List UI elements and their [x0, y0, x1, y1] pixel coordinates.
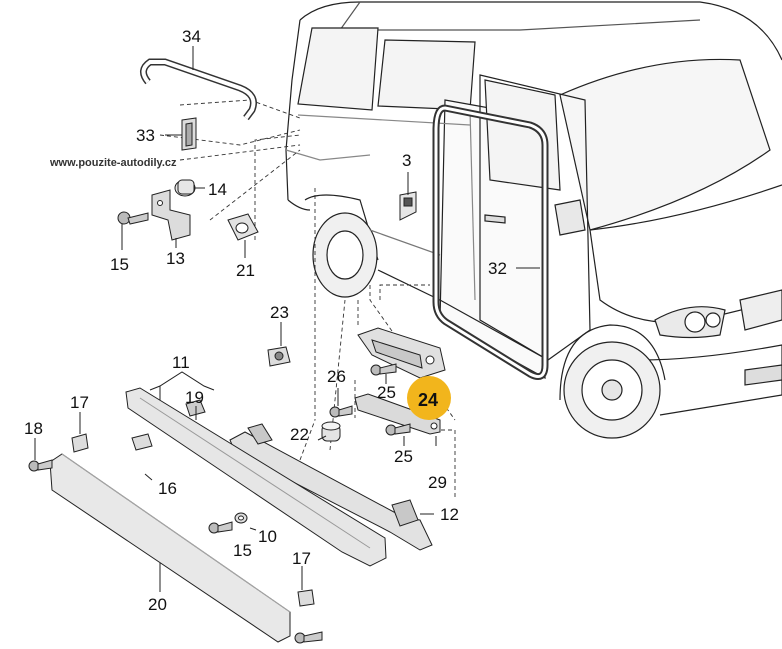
label-24: 24 — [418, 390, 438, 410]
label-32: 32 — [488, 259, 507, 278]
highlight-circle-24 — [407, 376, 451, 420]
part-screw-bottom — [294, 631, 323, 644]
part-18-screw — [28, 459, 53, 472]
part-26-bolt — [329, 405, 353, 418]
label-18: 18 — [24, 419, 43, 438]
part-33-bracket — [181, 117, 197, 151]
part-29-bracket — [354, 393, 441, 435]
label-29: 29 — [428, 473, 447, 492]
label-16: 16 — [158, 479, 177, 498]
label-3: 3 — [402, 151, 411, 170]
label-10: 10 — [258, 527, 277, 546]
part-24-lower-guide — [357, 327, 446, 379]
part-10-washer — [234, 512, 248, 524]
label-14: 14 — [208, 180, 227, 199]
part-32-door-seal — [432, 104, 549, 380]
label-17-upper: 17 — [70, 393, 89, 412]
label-33: 33 — [136, 126, 155, 145]
label-13: 13 — [166, 249, 185, 268]
part-25-bolt-upper — [370, 363, 397, 376]
part-20-trim-panel — [49, 453, 291, 643]
label-19: 19 — [185, 388, 204, 407]
label-12: 12 — [440, 505, 459, 524]
part-13-bracket — [151, 189, 191, 241]
label-leaders — [34, 46, 540, 592]
label-15-top: 15 — [110, 255, 129, 274]
part-22-roller — [321, 421, 341, 442]
label-15-lower: 15 — [233, 541, 252, 560]
label-26: 26 — [327, 367, 346, 386]
part-25-bolt-lower — [385, 423, 411, 436]
watermark-text: www.pouzite-autodily.cz — [49, 157, 177, 169]
part-15-bolt-top — [117, 211, 149, 225]
part-21-grommet — [227, 213, 259, 241]
label-22: 22 — [290, 425, 309, 444]
part-12-lower-rail — [229, 423, 433, 551]
label-20: 20 — [148, 595, 167, 614]
label-25-lower: 25 — [394, 447, 413, 466]
labels: 34 33 14 15 13 21 3 32 23 26 25 24 22 25… — [24, 27, 507, 614]
part-16-clip — [131, 433, 153, 451]
part-34-seal — [140, 58, 257, 121]
van-body — [285, 1, 782, 439]
label-23: 23 — [270, 303, 289, 322]
part-17-clip-lower — [297, 589, 315, 607]
label-25-upper: 25 — [377, 383, 396, 402]
part-14-buffer — [174, 179, 196, 197]
part-23-clip — [267, 346, 291, 367]
part-15-bolt-lower — [208, 521, 233, 534]
label-11: 11 — [172, 353, 190, 372]
part-3-latch — [399, 191, 417, 221]
label-17-lower: 17 — [292, 549, 311, 568]
part-17-clip-upper — [71, 433, 89, 453]
part-11-sill-rail — [125, 387, 387, 567]
label-21: 21 — [236, 261, 255, 280]
label-34: 34 — [182, 27, 201, 46]
